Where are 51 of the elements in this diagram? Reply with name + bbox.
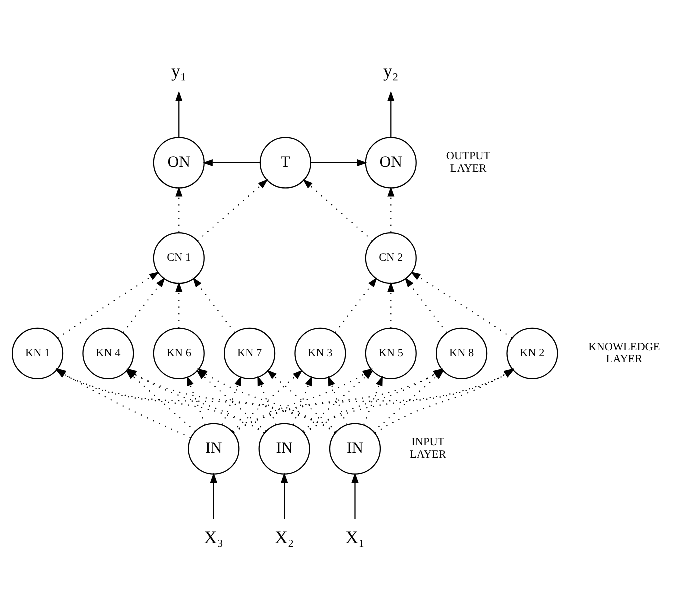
arrow — [311, 158, 368, 166]
node-circle: KN 5 — [365, 327, 417, 379]
arrow — [210, 472, 218, 519]
arrow — [192, 277, 236, 333]
node-text: X₂ — [274, 527, 294, 548]
node-circle: KN 1 — [12, 327, 64, 379]
node-text: y₂ — [384, 60, 399, 80]
arrow — [176, 186, 183, 232]
arrow — [292, 375, 312, 425]
arrow — [176, 282, 183, 328]
arrow — [352, 472, 359, 519]
arrow — [404, 277, 448, 333]
node-circle: KN 2 — [506, 327, 558, 379]
arrow — [388, 186, 395, 232]
arrow — [364, 375, 383, 425]
label: INPUT LAYER — [410, 436, 446, 460]
arrow — [388, 90, 395, 137]
node-circle: KN 8 — [436, 327, 488, 379]
arrow — [267, 370, 338, 432]
node-text: X₁ — [346, 527, 365, 548]
arrow — [258, 375, 276, 425]
arrow — [197, 178, 268, 241]
arrow — [196, 370, 267, 432]
arrow — [202, 158, 260, 166]
arrow — [222, 375, 242, 425]
arrow — [281, 472, 288, 519]
label: OUTPUT LAYER — [446, 150, 491, 174]
label: KNOWLEDGE LAYER — [588, 340, 660, 366]
arrow — [232, 370, 304, 432]
node-circle: KN 6 — [153, 327, 205, 379]
node-circle: ON — [365, 136, 417, 188]
node-circle: KN 4 — [82, 327, 134, 379]
node-text: y₁ — [172, 60, 187, 80]
arrow — [388, 282, 395, 328]
arrow — [176, 90, 183, 137]
arrow — [187, 375, 206, 425]
node-circle: IN — [188, 422, 240, 474]
node-circle: IN — [258, 422, 310, 474]
node-circle: T — [260, 136, 312, 188]
arrow — [58, 271, 160, 338]
node-circle: KN 3 — [294, 327, 346, 379]
node-circle: CN 1 — [153, 232, 205, 284]
arrow — [302, 178, 374, 241]
node-text: X₃ — [204, 527, 224, 548]
node-circle: ON — [153, 136, 205, 188]
arrow — [335, 277, 378, 333]
arrow — [328, 375, 348, 425]
arrow — [410, 271, 513, 338]
arrow — [123, 277, 166, 333]
node-circle: CN 2 — [365, 232, 417, 284]
node-circle: IN — [329, 422, 382, 474]
